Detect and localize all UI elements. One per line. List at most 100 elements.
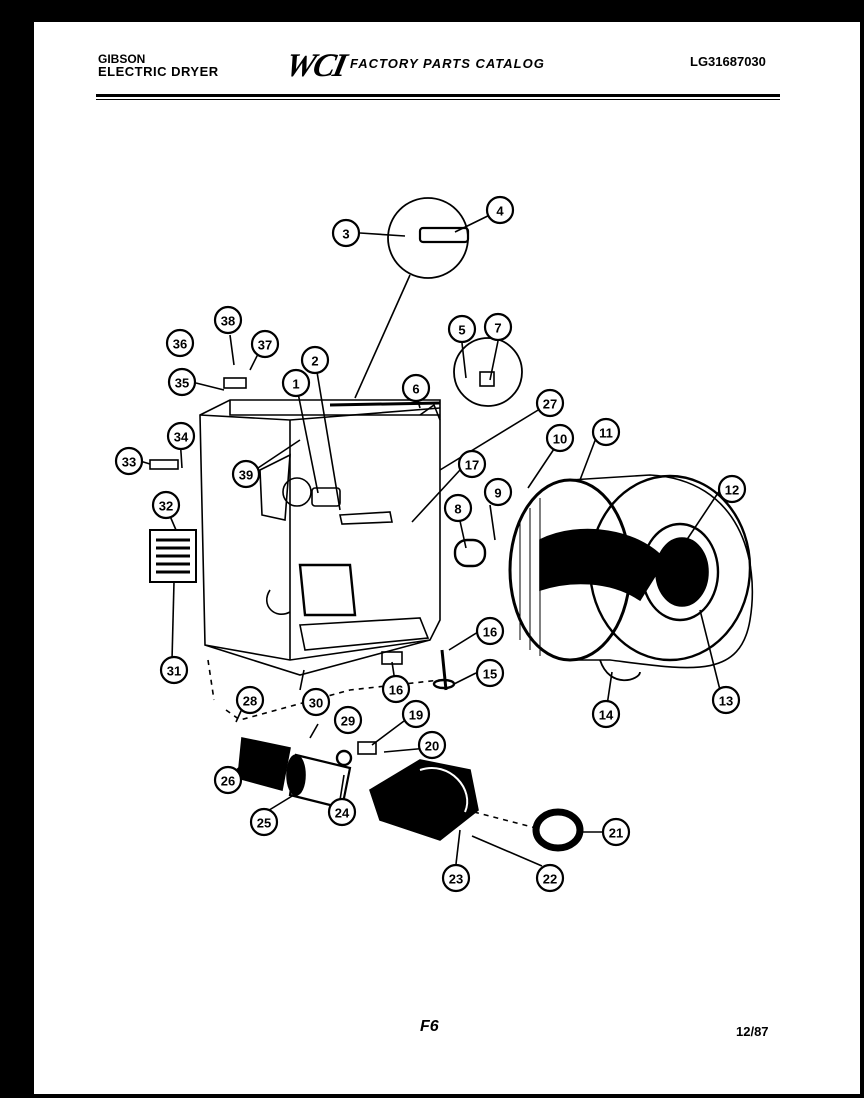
callout-label: 34	[174, 430, 189, 445]
callout-6: 6	[401, 373, 431, 403]
callout-label: 6	[412, 382, 419, 397]
callout-label: 15	[483, 667, 497, 682]
callout-circle	[331, 218, 361, 248]
callout-11: 11	[591, 417, 621, 447]
exploded-parts-diagram: 1234567891011121314151616171920212223242…	[114, 195, 754, 893]
callout-34: 34	[166, 421, 196, 451]
callout-circle	[441, 863, 471, 893]
callout-circle	[591, 699, 621, 729]
callout-label: 20	[425, 739, 439, 754]
callout-label: 17	[465, 458, 479, 473]
callout-label: 3	[342, 227, 349, 242]
callout-circle	[535, 388, 565, 418]
callout-circle	[535, 863, 565, 893]
callout-label: 11	[599, 426, 613, 441]
callout-label: 10	[553, 432, 567, 447]
callout-12: 12	[717, 474, 747, 504]
callout-4: 4	[485, 195, 515, 225]
callout-circle	[381, 674, 411, 704]
callout-25: 25	[249, 807, 279, 837]
callout-label: 39	[239, 468, 253, 483]
callout-circle	[301, 687, 331, 717]
callout-circle	[249, 807, 279, 837]
callout-22: 22	[535, 863, 565, 893]
callout-5: 5	[447, 314, 477, 344]
callout-label: 32	[159, 499, 173, 514]
callout-circle	[591, 417, 621, 447]
date-code: 12/87	[736, 1024, 769, 1039]
callout-10: 10	[545, 423, 575, 453]
callout-37: 37	[250, 329, 280, 359]
callout-circle	[231, 459, 261, 489]
callout-8: 8	[443, 493, 473, 523]
callout-label: 5	[458, 323, 465, 338]
callout-circle	[475, 658, 505, 688]
callout-7: 7	[483, 312, 513, 342]
callout-13: 13	[711, 685, 741, 715]
callout-circle	[483, 477, 513, 507]
callout-label: 16	[483, 625, 497, 640]
callout-28: 28	[235, 685, 265, 715]
callout-3: 3	[331, 218, 361, 248]
callout-label: 21	[609, 826, 623, 841]
catalog-title: FACTORY PARTS CATALOG	[350, 56, 545, 71]
callout-circle	[457, 449, 487, 479]
callout-label: 23	[449, 872, 463, 887]
callout-circle	[213, 765, 243, 795]
callout-32: 32	[151, 490, 181, 520]
callout-label: 4	[496, 204, 504, 219]
callout-circle	[443, 493, 473, 523]
callout-circle	[711, 685, 741, 715]
callout-17: 17	[457, 449, 487, 479]
callout-circle	[417, 730, 447, 760]
page-reference: F6	[420, 1018, 439, 1035]
callout-27: 27	[535, 388, 565, 418]
callout-label: 24	[335, 806, 350, 821]
header-rule-thin	[96, 99, 780, 100]
callout-label: 26	[221, 774, 235, 789]
callout-9: 9	[483, 477, 513, 507]
callout-circle	[483, 312, 513, 342]
callout-label: 29	[341, 714, 355, 729]
callout-circle	[235, 685, 265, 715]
callout-label: 31	[167, 664, 181, 679]
callout-label: 12	[725, 483, 739, 498]
callout-16b: 16	[381, 674, 411, 704]
callout-circle	[327, 797, 357, 827]
callout-circle	[447, 314, 477, 344]
callout-circle	[213, 305, 243, 335]
callout-1: 1	[281, 368, 311, 398]
callout-20: 20	[417, 730, 447, 760]
callout-circle	[401, 373, 431, 403]
callout-circle	[545, 423, 575, 453]
callout-36: 36	[165, 328, 195, 358]
callout-label: 7	[494, 321, 501, 336]
callout-31: 31	[159, 655, 189, 685]
callout-15: 15	[475, 658, 505, 688]
callout-38: 38	[213, 305, 243, 335]
callout-30: 30	[301, 687, 331, 717]
callout-label: 16	[389, 683, 403, 698]
callout-33: 33	[114, 446, 144, 476]
callout-circle	[165, 328, 195, 358]
callout-label: 33	[122, 455, 136, 470]
callout-circle	[475, 616, 505, 646]
callout-21: 21	[601, 817, 631, 847]
callout-16: 16	[475, 616, 505, 646]
callout-label: 36	[173, 337, 187, 352]
callout-label: 28	[243, 694, 257, 709]
callout-26: 26	[213, 765, 243, 795]
callout-circle	[333, 705, 363, 735]
callout-label: 13	[719, 694, 733, 709]
callout-2: 2	[300, 345, 330, 375]
callout-label: 38	[221, 314, 235, 329]
callout-circle	[167, 367, 197, 397]
catalog-sheet: GIBSON ELECTRIC DRYER WCI FACTORY PARTS …	[34, 22, 860, 1094]
callout-label: 8	[454, 502, 461, 517]
callout-23: 23	[441, 863, 471, 893]
callout-circle	[601, 817, 631, 847]
callout-circle	[250, 329, 280, 359]
callout-19: 19	[401, 699, 431, 729]
header-rule	[96, 94, 780, 97]
